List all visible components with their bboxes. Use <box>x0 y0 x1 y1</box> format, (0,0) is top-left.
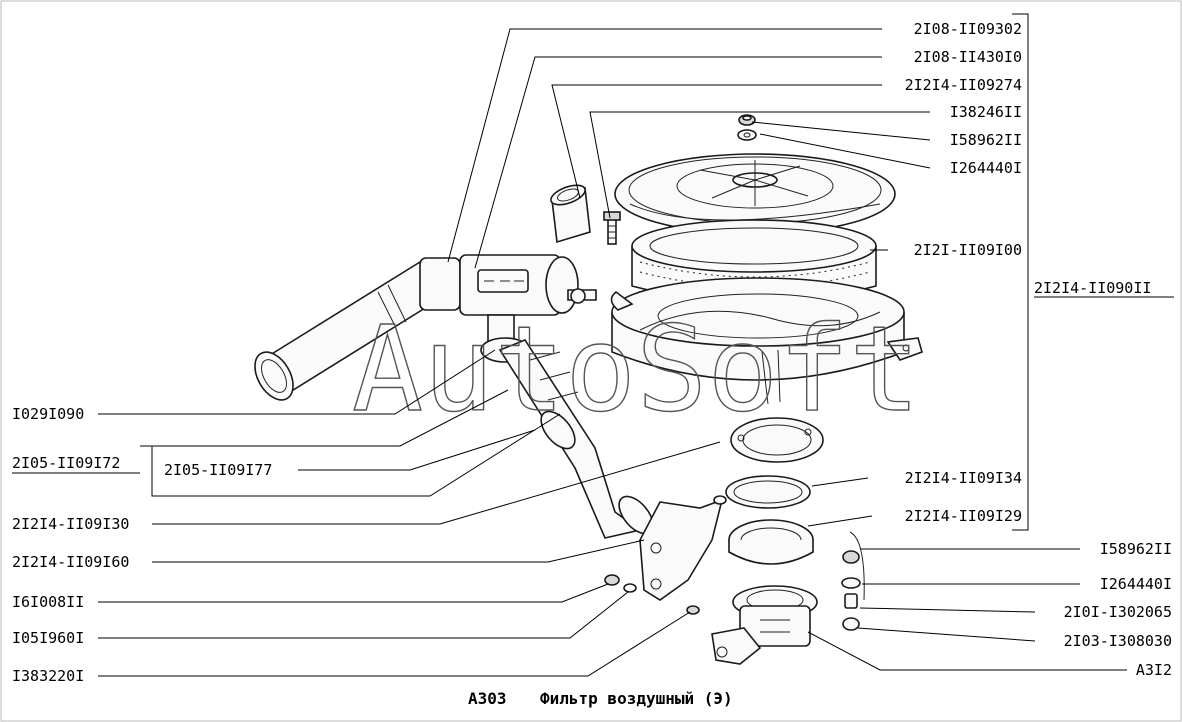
intake-hose-drawing <box>254 257 461 401</box>
label-15896211-bottom: I58962II <box>1100 540 1172 558</box>
label-a312: A3I2 <box>1136 661 1172 679</box>
leader-lines <box>98 13 1127 677</box>
gasket-drawings <box>725 417 824 565</box>
label-13824611: I38246II <box>950 103 1022 121</box>
label-16100811: I6I008II <box>12 593 84 611</box>
label-2101-1302065: 2I0I-I302065 <box>1064 603 1172 621</box>
connecting-hose-drawing <box>498 339 654 539</box>
parts-illustration <box>254 114 923 665</box>
label-21214-1109134: 2I2I4-II09I34 <box>905 469 1022 487</box>
label-21214-1109274: 2I2I4-II09274 <box>905 76 1022 94</box>
filter-housing-drawing <box>610 277 923 405</box>
label-2103-1308030: 2I03-I308030 <box>1064 632 1172 650</box>
caption-title: Фильтр воздушный (Э) <box>540 689 733 708</box>
label-21214-1109129: 2I2I4-II09I29 <box>905 507 1022 525</box>
watermark-text: AutoSoft <box>352 300 920 438</box>
diagram-caption: A303 Фильтр воздушный (Э) <box>468 689 733 708</box>
label-12644401-top: I264440I <box>950 159 1022 177</box>
carburetor-drawing <box>711 585 818 665</box>
bolt-drawing <box>603 211 621 245</box>
label-13832201: I383220I <box>12 667 84 685</box>
label-10291090: I029I090 <box>12 405 84 423</box>
label-21214-1109130: 2I2I4-II09I30 <box>12 515 129 533</box>
thermostat-housing-drawing <box>459 254 597 363</box>
caption-code: A303 <box>468 689 507 708</box>
label-12644401-bottom: I264440I <box>1100 575 1172 593</box>
label-2108-1109302: 2I08-II09302 <box>914 20 1022 38</box>
label-15896211-top: I58962II <box>950 131 1022 149</box>
label-2108-1143010: 2I08-II430I0 <box>914 48 1022 66</box>
label-2105-1109177: 2I05-II09I77 <box>164 461 272 479</box>
small-fasteners-left <box>604 574 700 615</box>
stud-fasteners-right <box>841 531 865 631</box>
sleeve-drawing <box>550 184 591 244</box>
label-21214-1109160: 2I2I4-II09I60 <box>12 553 129 571</box>
label-2105-1109172: 2I05-II09I72 <box>12 454 120 472</box>
left-labels: I029I090 2I05-II09I72 2I05-II09I77 2I2I4… <box>12 405 272 685</box>
top-nut-washer-drawing <box>737 114 757 141</box>
label-2121-1109100: 2I2I-II09I00 <box>914 241 1022 259</box>
label-10519601: I05I960I <box>12 629 84 647</box>
right-labels: 2I08-II09302 2I08-II430I0 2I2I4-II09274 … <box>905 20 1172 679</box>
bracket-drawing <box>639 495 727 601</box>
assembly-label: 2I2I4-II090II <box>1034 279 1151 297</box>
